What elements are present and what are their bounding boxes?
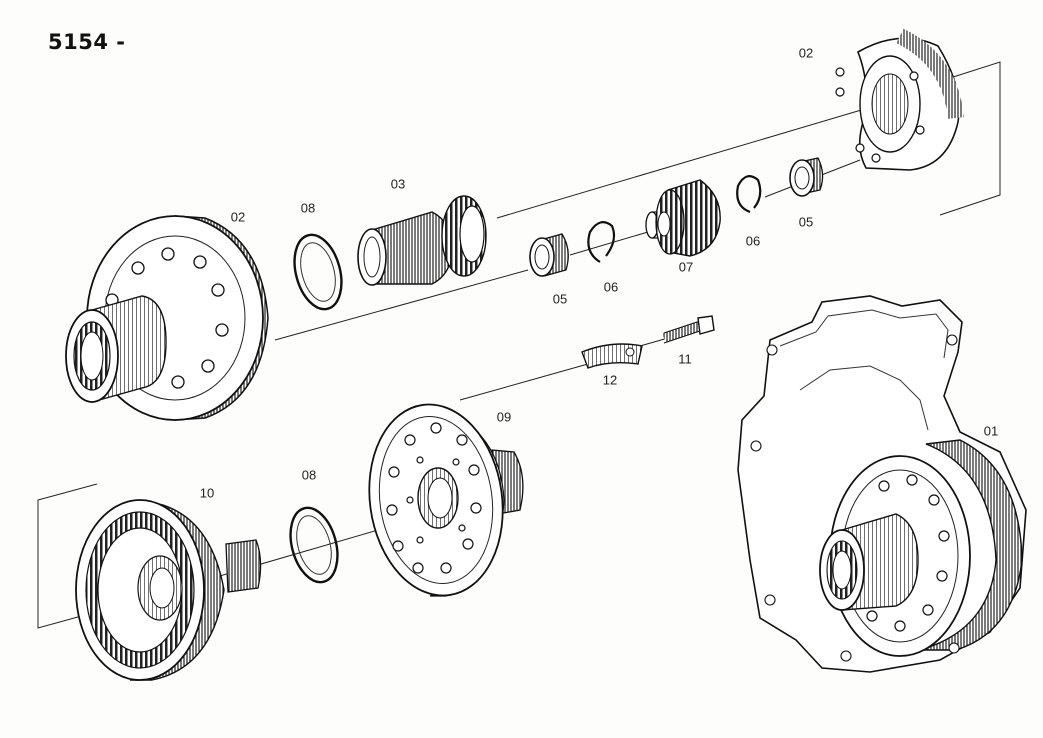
circlip-06-left	[587, 221, 616, 263]
shim-08-upper	[293, 233, 343, 311]
callout-label: 02	[798, 45, 814, 61]
callout-label: 09	[496, 409, 512, 425]
callout-label: 06	[745, 233, 761, 249]
lock-plate-12	[581, 343, 643, 369]
callout-label: 06	[603, 279, 619, 295]
callout-label: 05	[798, 214, 814, 230]
bolt-11	[662, 315, 715, 344]
callout-label: 01	[983, 423, 999, 439]
pinion-gear-07	[645, 179, 721, 257]
needle-bearing-05-right	[789, 157, 824, 197]
page-title: 5154 -	[48, 30, 126, 54]
housing-02-right	[835, 28, 964, 171]
callout-label: 08	[300, 200, 316, 216]
gear-sleeve-03	[357, 195, 487, 286]
callout-label: 12	[602, 372, 618, 388]
callout-label: 11	[678, 351, 692, 367]
needle-bearing-05-left	[529, 233, 569, 277]
drum-02-left	[65, 215, 269, 421]
callout-label: 02	[230, 209, 246, 225]
callout-label: 03	[390, 176, 406, 192]
ring-gear-10	[75, 499, 262, 681]
shim-08-lower	[289, 506, 339, 584]
callout-label: 07	[678, 259, 694, 275]
planet-carrier-09	[368, 403, 524, 597]
circlip-06-right	[736, 175, 762, 214]
callout-label: 05	[552, 291, 568, 307]
callout-label: 10	[199, 485, 215, 501]
gearbox-housing-01	[737, 295, 1027, 673]
callout-label: 08	[301, 467, 317, 483]
